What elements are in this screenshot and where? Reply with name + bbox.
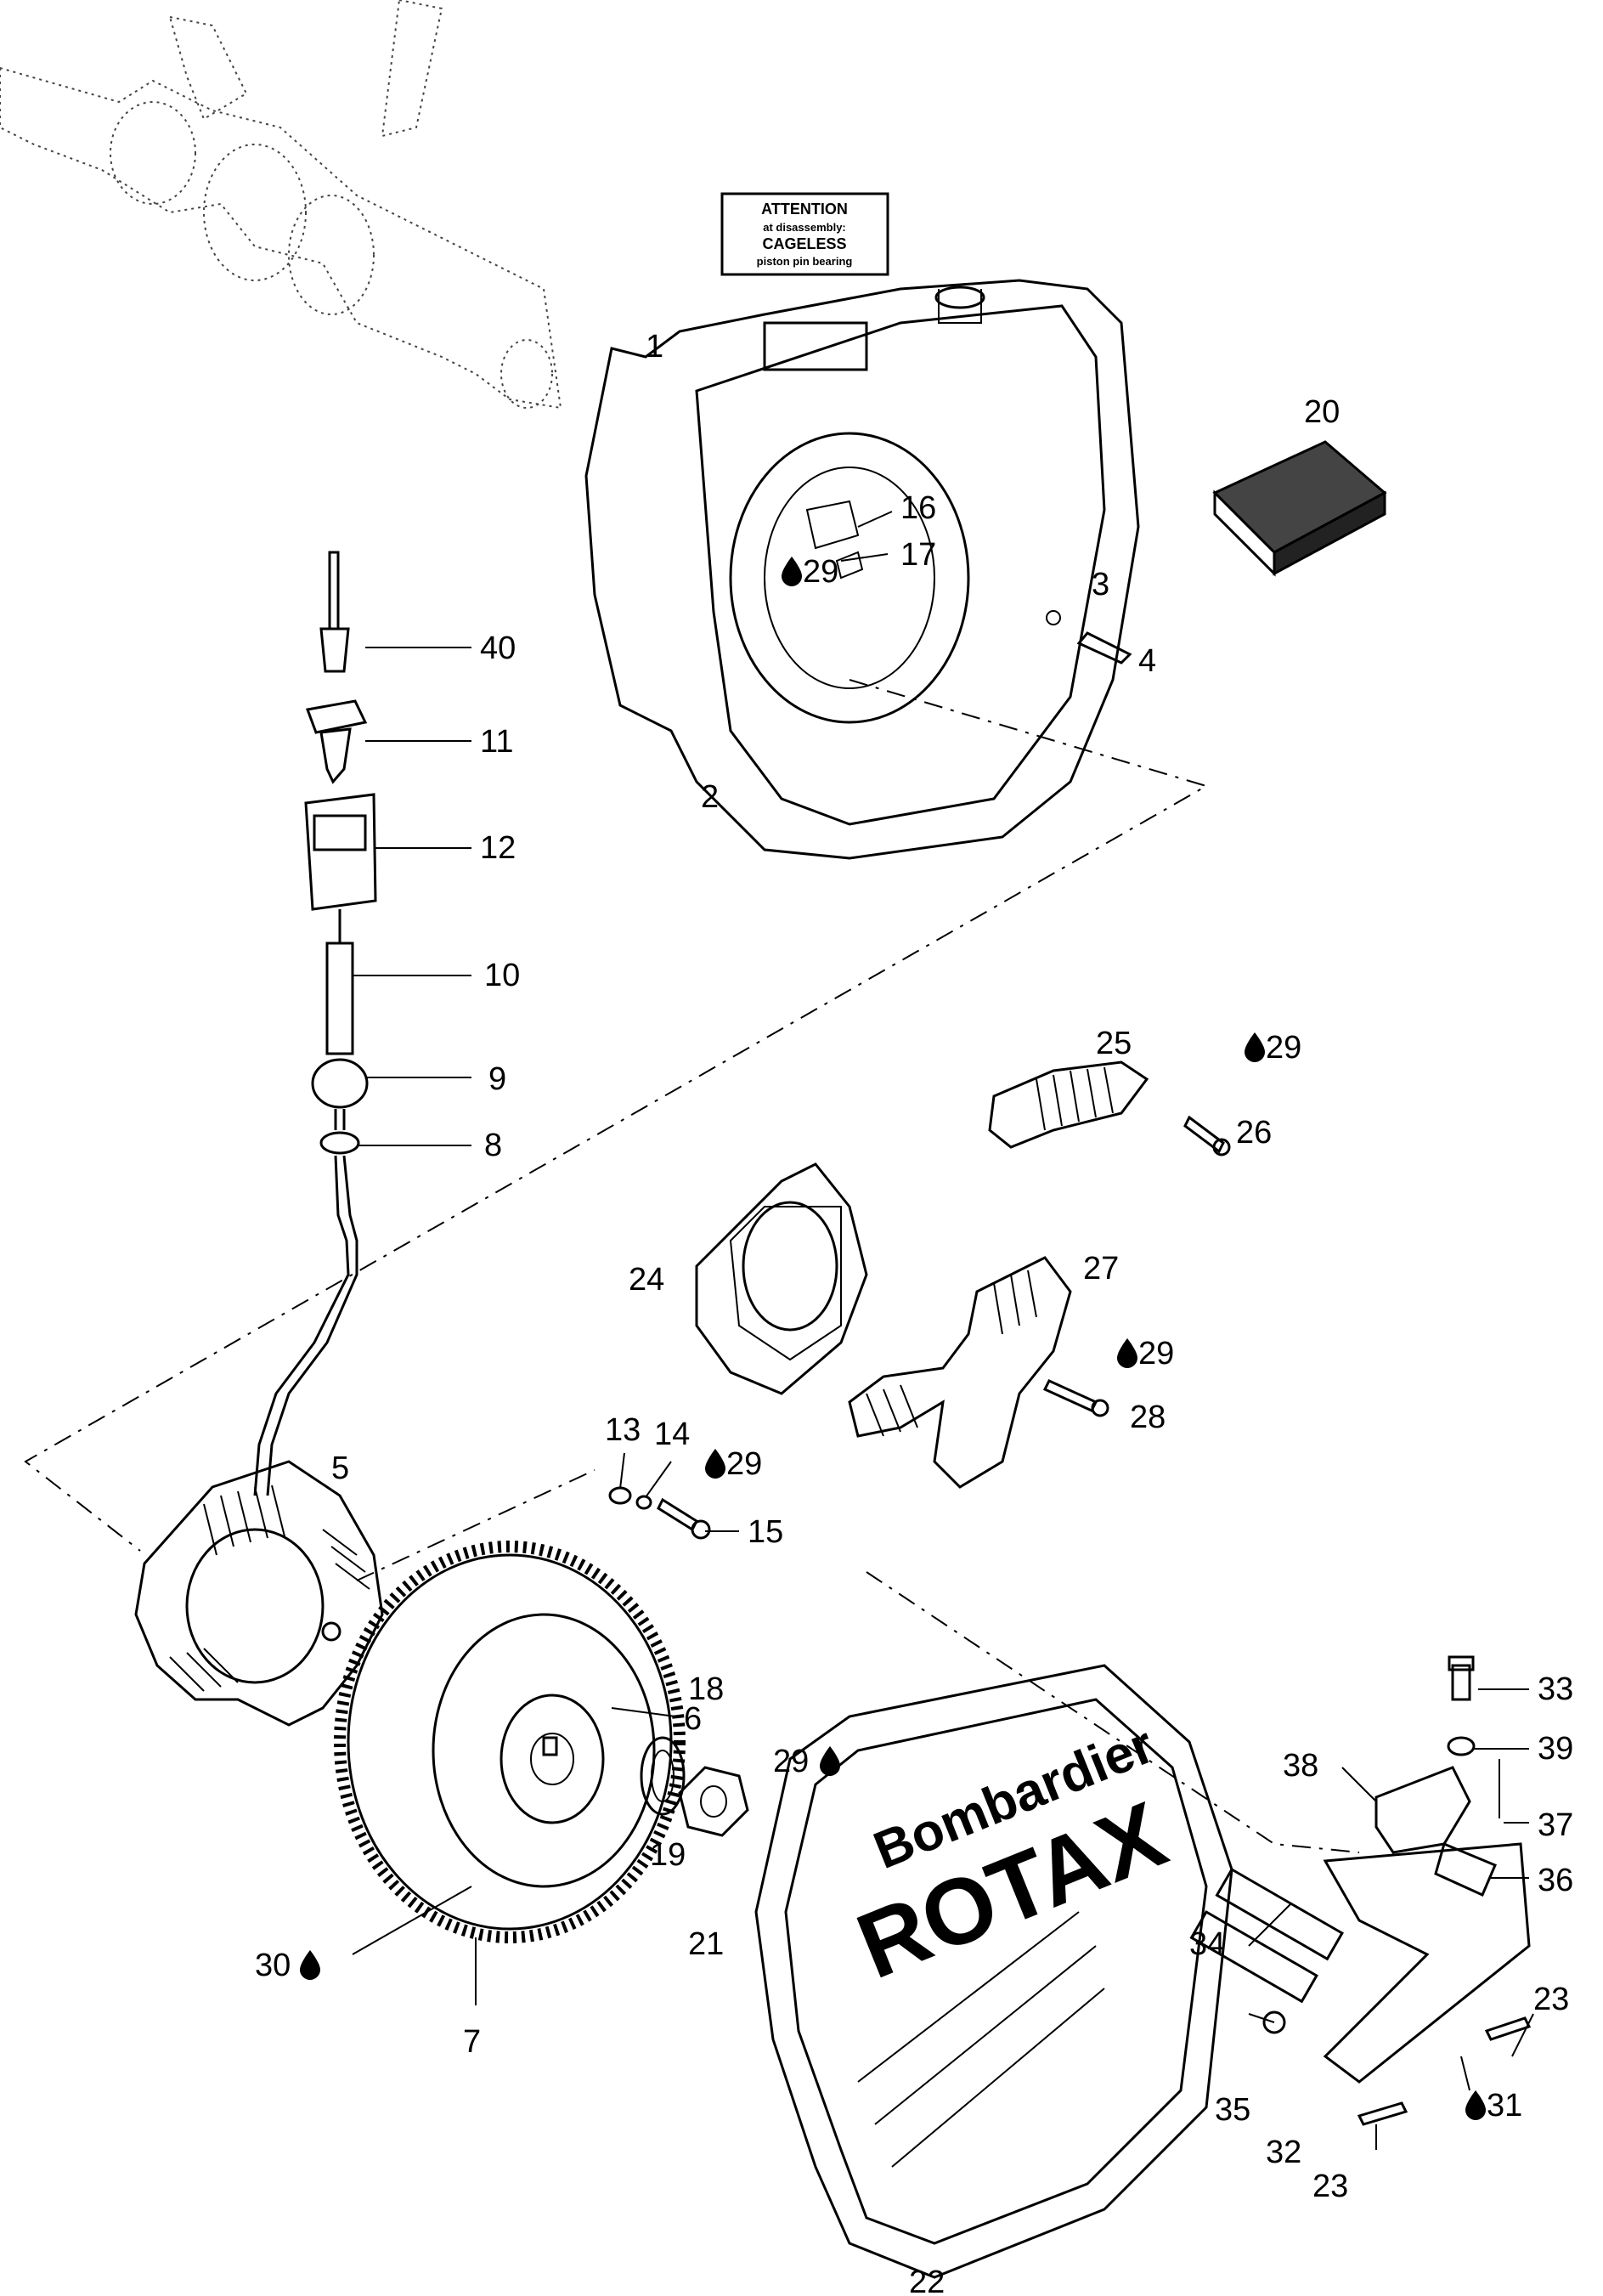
- callout-11: 11: [480, 724, 513, 760]
- callout-5: 5: [331, 1451, 349, 1486]
- callout-29e: 29: [773, 1744, 809, 1779]
- alignment-lines: [24, 679, 1360, 1853]
- callout-29b: 29: [1266, 1030, 1301, 1066]
- callout-27: 27: [1083, 1251, 1119, 1287]
- callout-19: 19: [650, 1837, 686, 1873]
- ignition-coil-illustration: [988, 1060, 1231, 1156]
- callout-29c: 29: [1138, 1336, 1174, 1371]
- callout-29a: 29: [803, 554, 838, 590]
- callout-23a: 23: [1533, 1982, 1569, 2017]
- callout-39: 39: [1538, 1731, 1573, 1767]
- crankshaft-illustration: [0, 0, 562, 410]
- rubber-pad-illustration: [1212, 440, 1387, 577]
- lubricant-drop-icon: [820, 1746, 840, 1776]
- callout-36: 36: [1538, 1863, 1573, 1898]
- callout-20: 20: [1304, 394, 1340, 430]
- harness-connector-illustration: [253, 551, 377, 1496]
- callout-21: 21: [688, 1926, 724, 1962]
- callout-1: 1: [646, 329, 663, 365]
- flywheel-illustration: [334, 1541, 686, 1943]
- callout-25: 25: [1096, 1026, 1132, 1061]
- lubricant-drop-icon: [300, 1950, 320, 1980]
- charging-coil-illustration: [848, 1256, 1109, 1489]
- callout-37: 37: [1538, 1807, 1573, 1843]
- callout-2: 2: [701, 779, 719, 815]
- callout-40: 40: [480, 631, 516, 666]
- callout-30: 30: [255, 1948, 291, 1983]
- callout-10: 10: [484, 958, 520, 993]
- callout-13: 13: [605, 1412, 641, 1448]
- callout-9: 9: [488, 1061, 506, 1097]
- callout-8: 8: [484, 1128, 502, 1163]
- lubricant-drop-icon: [705, 1449, 725, 1479]
- callout-4: 4: [1138, 643, 1156, 679]
- attention-label: ATTENTION at disassembly: CAGELESS pisto…: [720, 192, 889, 276]
- attention-label-line1: ATTENTION: [761, 201, 848, 218]
- callout-14: 14: [654, 1417, 690, 1452]
- callout-labels: 1 2 3 4 5 6 7 8 9 10 11 12 13 14 15 16 1…: [255, 329, 1573, 2296]
- callout-18: 18: [688, 1671, 724, 1707]
- leader-lines: [352, 511, 1534, 2150]
- callout-17: 17: [900, 537, 936, 573]
- callout-33: 33: [1538, 1671, 1573, 1707]
- lubricant-drop-icon: [1465, 2090, 1486, 2120]
- callout-23b: 23: [1312, 2169, 1348, 2204]
- lubricant-drop-icons: [300, 557, 1486, 2120]
- callout-35: 35: [1215, 2092, 1250, 2128]
- cover-hardware-illustration: [1189, 1655, 1532, 2126]
- lubricant-drop-icon: [782, 557, 802, 586]
- attention-label-line4: piston pin bearing: [757, 255, 853, 268]
- callout-31: 31: [1487, 2088, 1522, 2124]
- callout-29d: 29: [726, 1446, 762, 1482]
- flywheel-hardware-illustration: [608, 1486, 711, 1540]
- callout-22: 22: [909, 2265, 945, 2296]
- callout-16: 16: [900, 490, 936, 526]
- callout-6: 6: [684, 1701, 702, 1737]
- lubricant-drop-icon: [1117, 1338, 1137, 1368]
- callout-26: 26: [1236, 1115, 1272, 1151]
- callout-32: 32: [1266, 2135, 1301, 2170]
- callout-15: 15: [748, 1514, 783, 1550]
- callout-7: 7: [463, 2024, 481, 2060]
- stator-illustration: [134, 1460, 384, 1727]
- backing-plate-illustration: [695, 1162, 868, 1395]
- callout-28: 28: [1130, 1400, 1166, 1435]
- flywheel-nut-illustration: [640, 1736, 749, 1837]
- callout-34: 34: [1189, 1926, 1225, 1962]
- magneto-housing-illustration: [584, 279, 1140, 860]
- callout-24: 24: [629, 1262, 664, 1298]
- callout-3: 3: [1092, 567, 1109, 602]
- attention-label-line2: at disassembly:: [763, 221, 846, 234]
- callout-38: 38: [1283, 1748, 1318, 1784]
- attention-label-line3: CAGELESS: [762, 235, 846, 252]
- callout-12: 12: [480, 830, 516, 866]
- lubricant-drop-icon: [1245, 1032, 1265, 1062]
